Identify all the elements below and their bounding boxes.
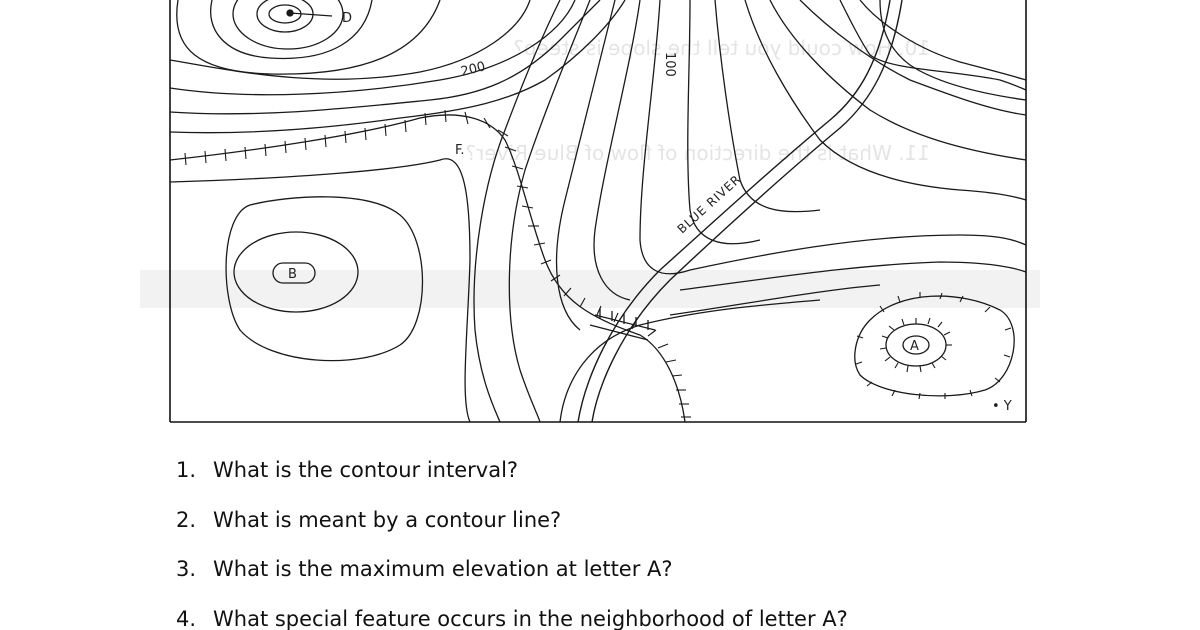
question-text: What is the maximum elevation at letter …: [213, 557, 673, 581]
question-item: 2. What is meant by a contour line?: [176, 508, 848, 558]
topographic-map: 10. How could you tell the slope is stee…: [140, 0, 1040, 423]
map-frame: [169, 0, 1027, 423]
question-list: 1. What is the contour interval? 2. What…: [176, 458, 848, 630]
question-number: 2.: [176, 507, 197, 532]
railroad-ties: [184, 109, 691, 418]
ghost-line-2: 11. What is the direction of flow of Blu…: [466, 141, 930, 165]
label-b: B: [288, 267, 297, 282]
question-number: 1.: [176, 458, 197, 482]
railroad-track: [169, 114, 686, 423]
question-item: 1. What is the contour interval?: [176, 458, 848, 508]
contour-label-200: 200: [459, 59, 487, 80]
question-item: 4. What special feature occurs in the ne…: [176, 607, 848, 630]
contour-lines: [169, 0, 1027, 423]
label-d: D: [342, 11, 352, 26]
bridge: [589, 308, 656, 341]
label-y: • Y: [992, 399, 1012, 414]
blue-river: [577, 0, 903, 423]
question-text: What is the contour interval?: [213, 458, 519, 482]
hachure-ring-a: [855, 292, 1012, 400]
contour-label-100: 100: [662, 52, 677, 77]
label-a: A: [910, 339, 919, 354]
label-f: F.: [455, 143, 465, 158]
point-d-marker: [286, 9, 333, 17]
question-number: 3.: [176, 557, 197, 581]
question-text: What is meant by a contour line?: [213, 507, 562, 532]
scan-shading: [140, 270, 1040, 308]
question-number: 4.: [176, 606, 197, 630]
question-item: 3. What is the maximum elevation at lett…: [176, 557, 848, 607]
ghost-bleed-text-2: 11. What is the direction of flow of Blu…: [466, 141, 930, 165]
question-text: What special feature occurs in the neigh…: [213, 606, 848, 630]
